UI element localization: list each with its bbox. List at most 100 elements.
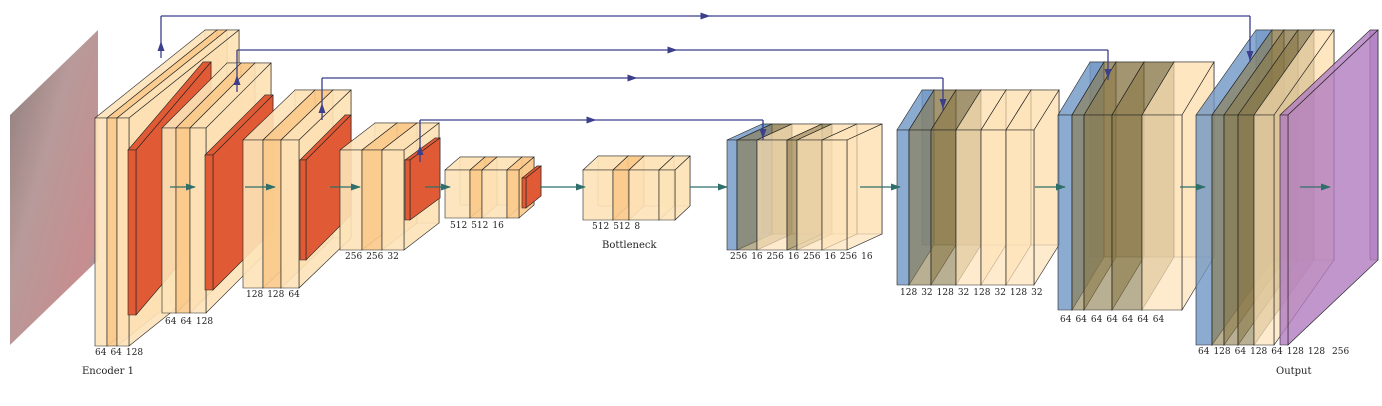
enc5-dim-label: 512 (450, 221, 468, 231)
enc4-dim-label: 256 (345, 252, 363, 262)
dec1-dim-label: 16 (787, 252, 800, 262)
bottleneck-layer-1-front (612, 169, 630, 221)
bottleneck-layer-2-front (628, 169, 660, 221)
decoder1-layer-2-front (756, 139, 788, 251)
dec4-dim-label: 128 (1286, 347, 1304, 357)
skip-connection-3-arrow-icon (627, 74, 638, 82)
encoder5-layer-1-front (469, 169, 483, 219)
flow-arrow-head-icon-2 (351, 183, 361, 191)
flow-arrow-head-icon-1 (266, 183, 276, 191)
enc3-dim-label: 128 (267, 290, 285, 300)
dec3-dim-label: 64 (1106, 315, 1118, 325)
decoder3-layer-4-front (1141, 114, 1183, 311)
enc2-dim-label: 128 (195, 317, 214, 327)
dec3-dim-label: 64 (1090, 315, 1103, 325)
decoder4-layer-1-front (1211, 114, 1225, 346)
decoder2-layer-5-front (1005, 129, 1035, 286)
bottleneck-layer-0-front (582, 169, 614, 221)
decoder2-layer-3-front (955, 129, 982, 286)
bottleneck-dim-label: 512 (613, 222, 631, 232)
skip-connection-4-down-arrow-icon (759, 129, 767, 139)
dec1-dim-label: 16 (824, 252, 836, 262)
encoder5-layer-2-front (481, 169, 508, 219)
enc2-dim-label: 64 (180, 317, 192, 327)
bottleneck-layer-3-front (658, 169, 676, 221)
decoder1-layer-0-front (726, 139, 738, 251)
skip-connection-1-down-arrow-icon (1246, 51, 1254, 61)
encoder5-pool-front (521, 177, 527, 209)
enc4-dim-label: 32 (387, 252, 399, 262)
encoder4-layer-0-front (339, 149, 363, 251)
dec4-dim-label: 128 (1307, 347, 1326, 357)
dec1-dim-label: 256 (730, 252, 748, 262)
dec2-dim-label: 128 (973, 288, 991, 298)
dec4-dim-label: 128 (1213, 347, 1231, 357)
flow-arrow-head-icon-7 (1056, 183, 1066, 191)
bottleneck-dim-label: 8 (634, 222, 641, 232)
decoder3-layer-2-front (1083, 114, 1113, 311)
skip-connection-4-arrow-icon (586, 116, 597, 124)
flow-arrow-head-icon-0 (186, 183, 196, 191)
bottleneck-caption: Bottleneck (602, 240, 657, 251)
input-image (10, 30, 98, 345)
dec2-dim-label: 32 (957, 288, 970, 298)
encoder2-layer-2-front (189, 127, 207, 314)
encoder1-layer-0-front (94, 117, 108, 347)
decoder1-layer-4-front (796, 139, 823, 251)
flow-arrow-head-icon-5 (718, 183, 728, 191)
decoder1-layer-5-front (821, 139, 848, 251)
dec2-dim-label: 128 (900, 288, 918, 298)
decoder4-layer-3-front (1237, 114, 1255, 346)
skip-connection-3-up-arrow-icon (318, 103, 326, 113)
encoder2-layer-1-front (175, 127, 191, 314)
skip-connection-1-up-arrow-icon (157, 41, 165, 51)
skip-connection-2-down-arrow-icon (1104, 69, 1112, 79)
dec3-dim-label: 64 (1075, 315, 1087, 325)
enc3-dim-label: 64 (288, 290, 300, 300)
encoder5-layer-3-front (506, 169, 520, 219)
encoder1-caption: Encoder 1 (82, 366, 135, 377)
encoder1-layer-1-front (106, 117, 118, 347)
decoder4-layer-4-front (1253, 114, 1275, 346)
encoder2-layer-0-front (161, 127, 177, 314)
flow-arrow-head-icon-8 (1196, 183, 1206, 191)
encoder2-pool-front (204, 154, 214, 291)
decoder4-layer-2-front (1223, 114, 1239, 346)
skip-connection-1-arrow-icon (700, 12, 711, 20)
dec3-dim-label: 64 (1060, 315, 1072, 325)
encoder3-layer-2-front (280, 139, 300, 289)
dec1-dim-label: 256 (839, 252, 858, 262)
encoder1-layer-2-front (116, 117, 130, 347)
dec4-dim-label: 64 (1234, 347, 1247, 357)
output-dim-label: 256 (1332, 347, 1350, 357)
dec3-dim-label: 64 (1152, 315, 1165, 325)
dec2-dim-label: 32 (994, 288, 1006, 298)
enc3-dim-label: 128 (246, 290, 264, 300)
flow-arrow-head-icon-4 (576, 183, 586, 191)
dec1-dim-label: 256 (803, 252, 821, 262)
encoder5-layer-0-front (444, 169, 471, 219)
output-dim-labels: 256 (1332, 347, 1349, 358)
dec1-dim-label: 256 (766, 252, 784, 262)
encoder3-pool-front (299, 159, 307, 261)
dec2-dim-label: 32 (1031, 288, 1043, 298)
enc5-dim-label: 512 (471, 221, 489, 231)
decoder1-layer-3-front (786, 139, 798, 251)
dec1-dim-label: 16 (751, 252, 763, 262)
decoder2-layer-1-front (908, 129, 932, 286)
dec3-dim-label: 64 (1137, 315, 1149, 325)
dec1-dim-label: 16 (861, 252, 873, 262)
dec2-dim-label: 128 (1009, 288, 1028, 298)
skip-connection-3-down-arrow-icon (939, 99, 947, 109)
dec2-dim-label: 32 (921, 288, 933, 298)
decoder3-layer-1-front (1071, 114, 1085, 311)
enc5-dim-label: 16 (492, 221, 504, 231)
